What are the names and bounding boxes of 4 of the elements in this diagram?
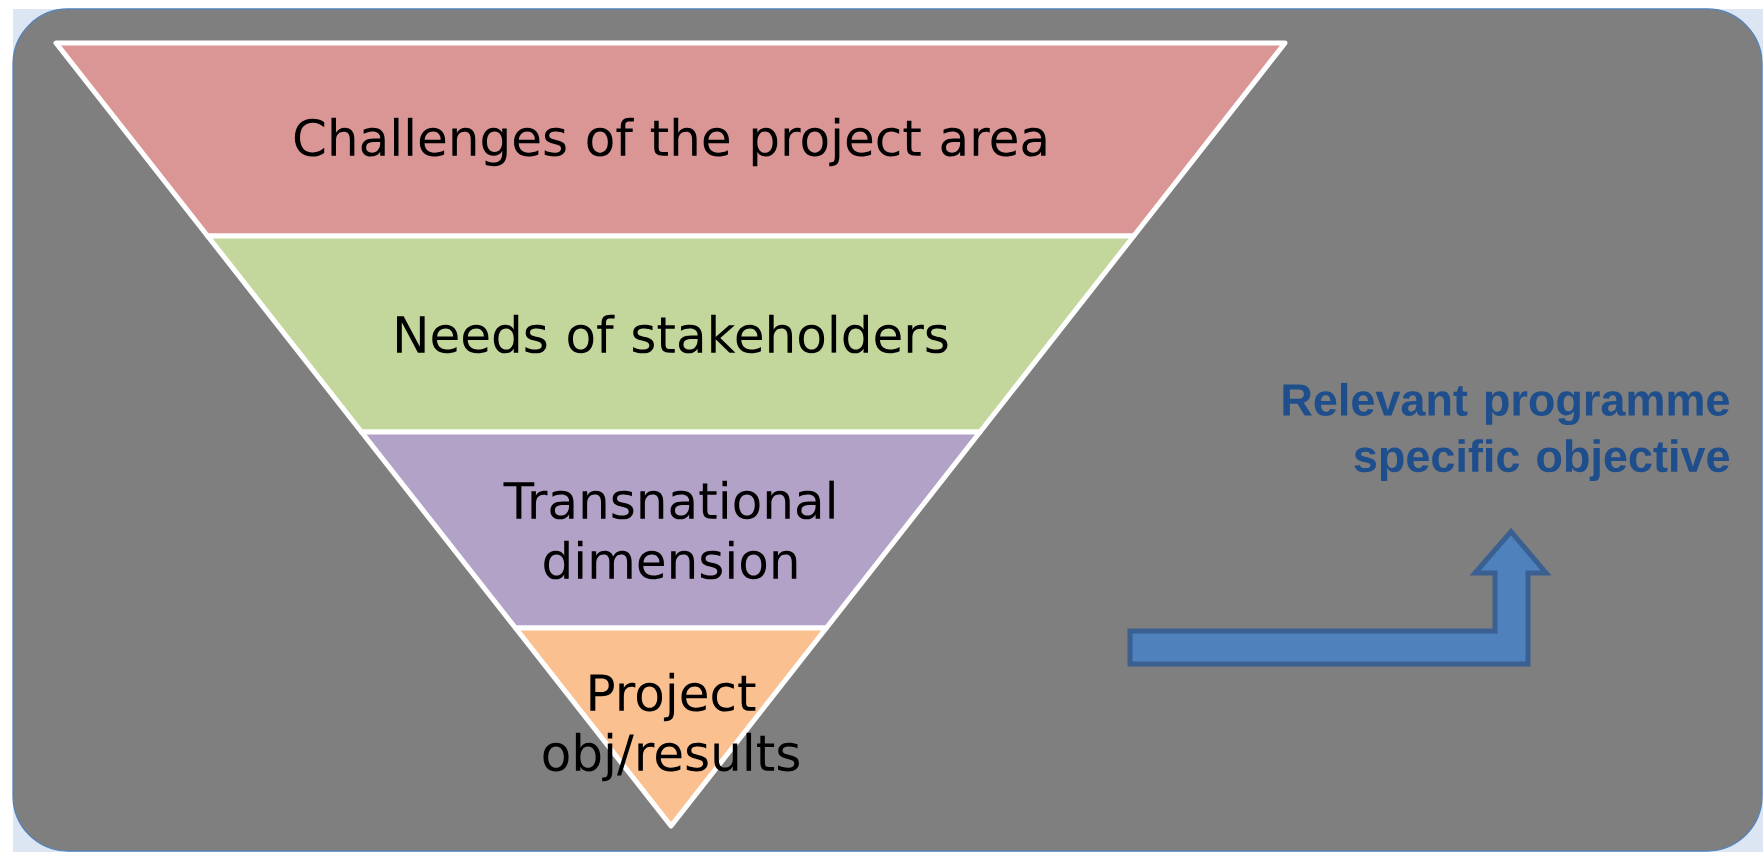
funnel-band: Transnational dimension — [359, 429, 983, 631]
funnel-band: Needs of stakeholders — [205, 233, 1137, 435]
objective-text: Relevant programme specific objective — [1283, 382, 1729, 482]
bent-arrow — [1127, 527, 1552, 667]
